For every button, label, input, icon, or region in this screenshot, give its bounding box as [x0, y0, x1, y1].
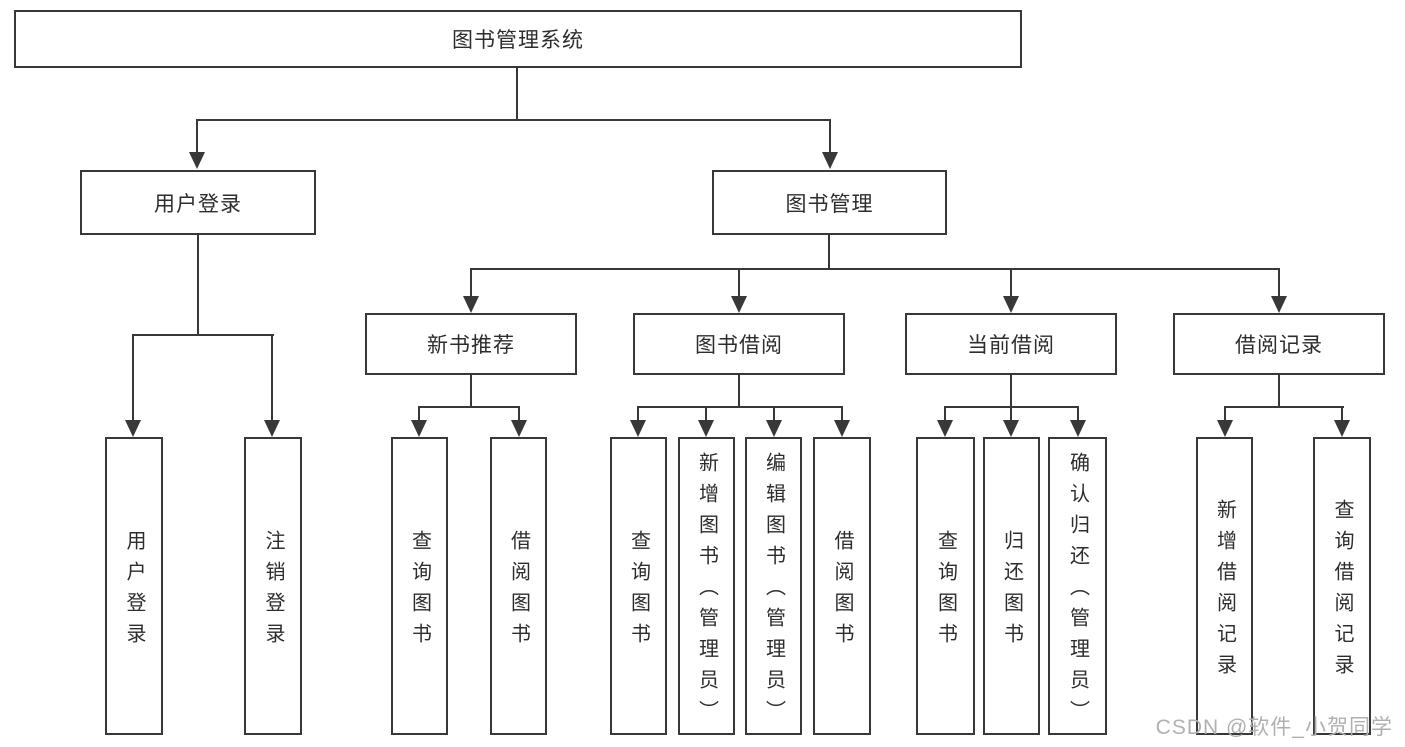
node-query-books-current: 查询图书 [916, 437, 975, 735]
connector-drop [637, 406, 639, 422]
node-borrow-books-newbook: 借阅图书 [490, 437, 547, 735]
arrowhead-down-icon [834, 420, 850, 437]
arrowhead-down-icon [189, 152, 205, 169]
connector-drop [271, 334, 273, 422]
node-label: 用户登录 [123, 529, 145, 654]
connector-drop [1278, 268, 1280, 299]
arrowhead-down-icon [731, 296, 747, 313]
connector-hline [470, 268, 1280, 270]
node-book-borrowing: 图书借阅 [633, 313, 845, 375]
arrowhead-down-icon [411, 420, 427, 437]
connector-stem [1278, 375, 1280, 407]
node-user-login: 用户登录 [80, 170, 316, 235]
connector-stem [738, 375, 740, 407]
connector-drop [829, 119, 831, 154]
arrowhead-down-icon [1271, 296, 1287, 313]
arrowhead-down-icon [1334, 420, 1350, 437]
connector-drop [418, 406, 420, 422]
connector-drop [196, 119, 198, 154]
node-label: 查询图书 [934, 529, 957, 654]
node-label: 借阅图书 [507, 529, 530, 654]
connector-drop [944, 406, 946, 422]
node-label: 新增图书（管理员） [695, 452, 718, 731]
node-borrow-records: 借阅记录 [1173, 313, 1385, 375]
node-edit-book-admin: 编辑图书（管理员） [745, 437, 802, 735]
connector-hline [1224, 406, 1344, 408]
arrowhead-down-icon [630, 420, 646, 437]
node-query-borrow-record: 查询借阅记录 [1313, 437, 1371, 735]
connector-drop [1224, 406, 1226, 422]
arrowhead-down-icon [698, 420, 714, 437]
connector-drop [773, 406, 775, 422]
connector-drop [518, 406, 520, 422]
node-logout-action: 注销登录 [244, 437, 302, 735]
arrowhead-down-icon [1003, 296, 1019, 313]
connector-stem [197, 235, 199, 335]
node-label: 查询图书 [408, 529, 431, 654]
arrowhead-down-icon [1217, 420, 1233, 437]
arrowhead-down-icon [822, 152, 838, 169]
node-borrow-books-borrowing: 借阅图书 [813, 437, 871, 735]
connector-drop [738, 268, 740, 299]
arrowhead-down-icon [1070, 420, 1086, 437]
connector-root-hline [196, 119, 831, 121]
node-book-management: 图书管理 [712, 170, 947, 235]
connector-hline [418, 406, 520, 408]
arrowhead-down-icon [463, 296, 479, 313]
connector-stem [470, 375, 472, 407]
node-label: 注销登录 [262, 529, 284, 654]
connector-root-stem [516, 68, 518, 120]
node-label: 借阅图书 [831, 529, 853, 654]
node-user-login-action: 用户登录 [105, 437, 163, 735]
watermark: CSDN @软件_小贺同学 [1155, 716, 1393, 739]
arrowhead-down-icon [264, 420, 280, 437]
node-root: 图书管理系统 [14, 10, 1022, 68]
node-query-books-newbook: 查询图书 [391, 437, 448, 735]
node-query-books-borrowing: 查询图书 [610, 437, 667, 735]
connector-drop [1341, 406, 1343, 422]
node-new-book-recommend: 新书推荐 [365, 313, 577, 375]
connector-drop [1010, 406, 1012, 422]
node-return-books: 归还图书 [983, 437, 1040, 735]
connector-drop [1010, 268, 1012, 299]
node-label: 归还图书 [1000, 529, 1023, 654]
connector-hline [132, 334, 274, 336]
node-confirm-return-admin: 确认归还（管理员） [1048, 437, 1107, 735]
connector-drop [470, 268, 472, 299]
arrowhead-down-icon [1003, 420, 1019, 437]
node-label: 查询借阅记录 [1331, 498, 1353, 685]
connector-drop [705, 406, 707, 422]
connector-stem [828, 235, 830, 270]
node-label: 确认归还（管理员） [1066, 452, 1089, 731]
connector-stem [1010, 375, 1012, 407]
node-label: 查询图书 [627, 529, 650, 654]
connector-drop [1077, 406, 1079, 422]
node-label: 新增借阅记录 [1213, 498, 1236, 685]
node-label: 编辑图书（管理员） [762, 452, 785, 731]
connector-drop [132, 334, 134, 422]
node-add-borrow-record: 新增借阅记录 [1196, 437, 1253, 735]
connector-hline [637, 406, 843, 408]
arrowhead-down-icon [511, 420, 527, 437]
node-current-borrowing: 当前借阅 [905, 313, 1117, 375]
arrowhead-down-icon [125, 420, 141, 437]
arrowhead-down-icon [766, 420, 782, 437]
node-add-book-admin: 新增图书（管理员） [678, 437, 735, 735]
arrowhead-down-icon [937, 420, 953, 437]
connector-drop [841, 406, 843, 422]
